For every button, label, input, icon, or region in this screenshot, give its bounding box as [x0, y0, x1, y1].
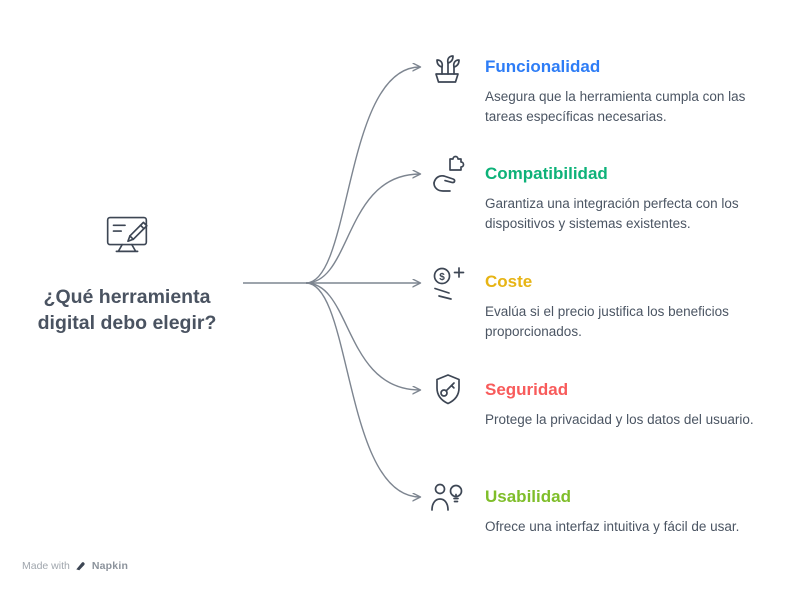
branch-description: Protege la privacidad y los datos del us… — [485, 412, 754, 427]
branch-funcionalidad: Funcionalidad Asegura que la herramienta… — [426, 55, 786, 128]
central-question: ¿Qué herramienta digital debo elegir? — [37, 286, 217, 335]
branch-compatibilidad: Compatibilidad Garantiza una integración… — [426, 155, 786, 235]
made-with-attribution: Made with Napkin — [22, 560, 128, 572]
svg-text:$: $ — [439, 272, 445, 283]
shield-key-icon — [426, 369, 470, 413]
branch-title: Usabilidad — [485, 487, 571, 506]
branch-description: Evalúa si el precio justifica los benefi… — [485, 304, 729, 340]
branch-seguridad: Seguridad Protege la privacidad y los da… — [426, 374, 786, 430]
monitor-pencil-icon — [98, 204, 156, 262]
coin-plus-icon: $ — [426, 261, 470, 305]
branch-usabilidad: Usabilidad Ofrece una interfaz intuitiva… — [426, 483, 786, 537]
hand-puzzle-icon — [426, 153, 470, 197]
branch-line-compatibilidad — [305, 174, 420, 284]
branch-coste: $ Coste Evalúa si el precio justifica lo… — [426, 267, 786, 343]
branch-title: Seguridad — [485, 380, 569, 399]
branch-description: Garantiza una integración perfecta con l… — [485, 196, 739, 232]
person-lightbulb-icon — [426, 476, 470, 520]
branch-line-usabilidad — [305, 282, 420, 497]
branch-title: Coste — [485, 272, 533, 291]
branch-description: Asegura que la herramienta cumpla con la… — [485, 89, 746, 125]
branch-line-funcionalidad — [305, 67, 420, 284]
seedlings-tray-icon — [426, 46, 470, 90]
branch-title: Funcionalidad — [485, 57, 601, 76]
made-with-label: Made with — [22, 560, 70, 572]
branch-description: Ofrece una interfaz intuitiva y fácil de… — [485, 519, 740, 534]
brand-name: Napkin — [91, 560, 129, 572]
pen-nib-icon — [75, 560, 87, 572]
branch-title: Compatibilidad — [485, 164, 608, 183]
central-node: ¿Qué herramienta digital debo elegir? — [18, 204, 236, 337]
branch-line-seguridad — [305, 282, 420, 390]
